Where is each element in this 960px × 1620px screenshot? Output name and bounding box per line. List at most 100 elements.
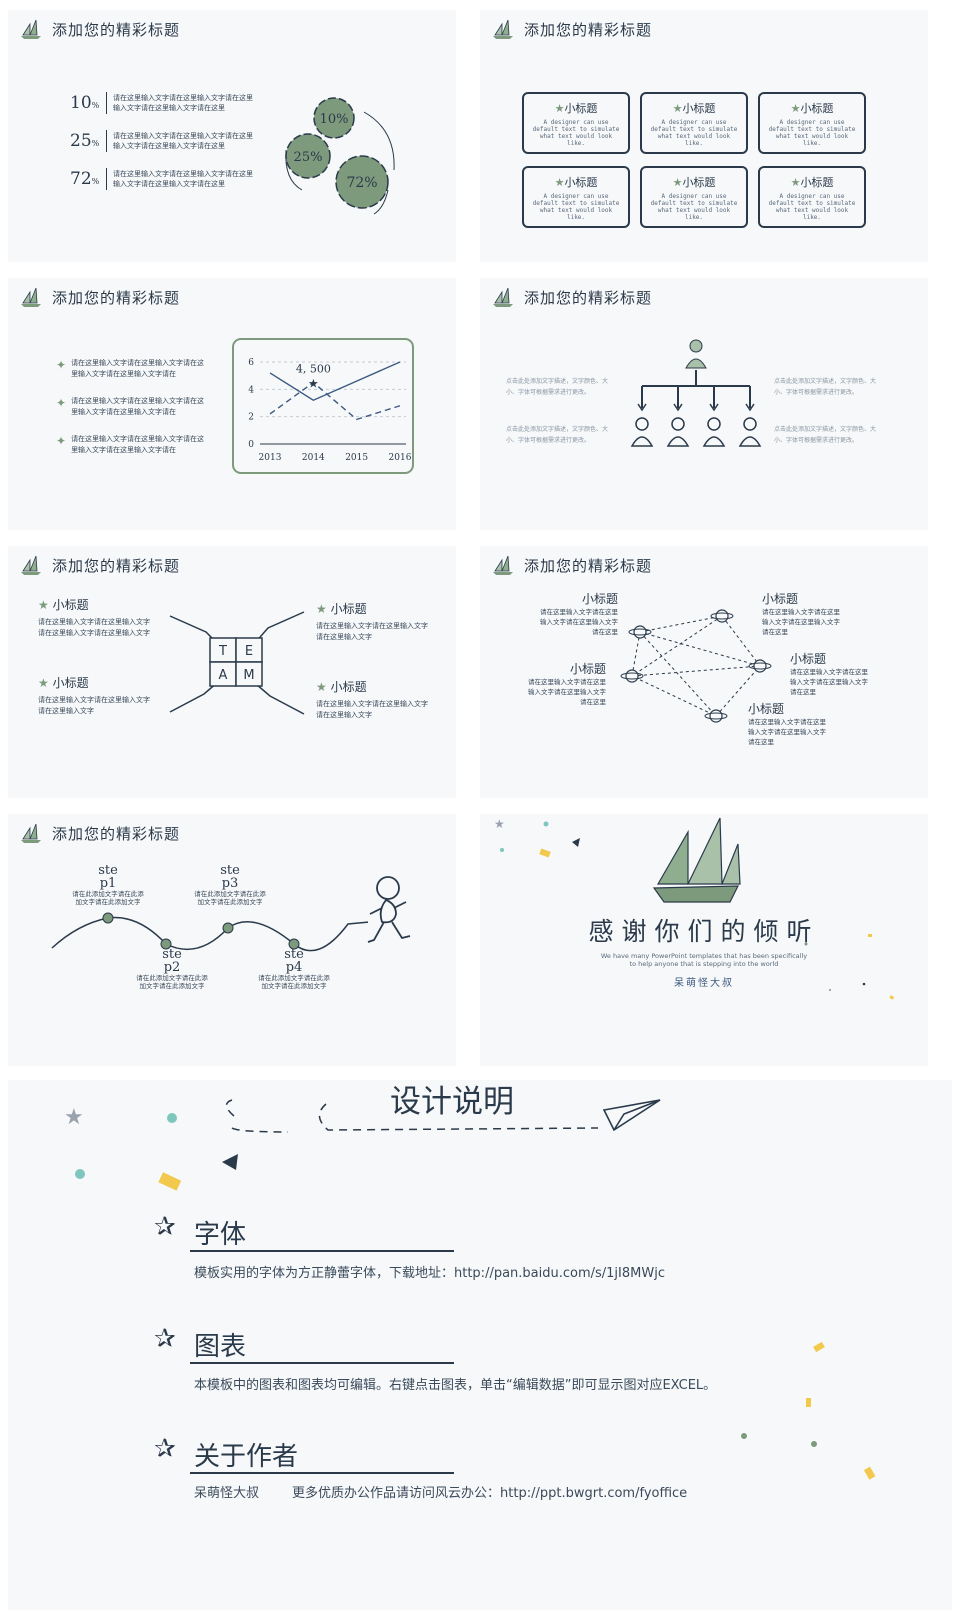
puzzle-piece	[235, 661, 263, 687]
list-item: ★ 小标题 请在这里输入文字请在这里输入文字请在这里输入文字	[38, 674, 150, 717]
percent-value: 25	[70, 131, 92, 151]
hand-icon	[255, 683, 305, 715]
item-title: 小标题	[330, 680, 367, 694]
list-item: 小标题 请在这里输入文字请在这里输入文字请在这里输入文字请在这里	[748, 700, 832, 747]
slide-header: 添加您的精彩标题	[18, 286, 180, 308]
slide-1: 添加您的精彩标题 10% 请在这里输入文字请在这里输入文字请在这里输入文字请在这…	[8, 10, 456, 262]
star-icon: ★	[64, 1105, 84, 1130]
sailboat-icon	[493, 19, 513, 39]
item-title: 小标题	[569, 662, 606, 676]
thanks-title: 感谢你们的倾听	[588, 917, 820, 946]
x-tick-label: 2016	[389, 453, 412, 463]
step-number: p1	[99, 876, 117, 891]
running-person-icon	[367, 876, 411, 943]
sailboat-icon	[652, 817, 741, 903]
chart-frame	[232, 338, 414, 474]
slide-header: 添加您的精彩标题	[490, 286, 652, 308]
bullet-list: ✦ 请在这里输入文字请在这里输入文字请在这里输入文字请在这里输入文字请在 ✦ 请…	[56, 358, 206, 456]
star-icon: ★	[38, 598, 49, 612]
list-item: ✦ 请在这里输入文字请在这里输入文字请在这里输入文字请在这里输入文字请在	[56, 434, 206, 456]
design-title: 设计说明	[390, 1084, 514, 1120]
divider	[106, 130, 107, 152]
list-item: ★ 小标题 请在这里输入文字请在这里输入文字请在这里输入文字请在这里输入文字	[38, 596, 150, 639]
x-tick-label: 2015	[345, 453, 368, 463]
card: ★小标题 A designer can use default text to …	[522, 92, 630, 154]
card-title: 小标题	[564, 176, 598, 189]
step-text: 请在此添加文字请在此添加文字请在此添加文字	[258, 974, 330, 990]
percent-value: 72	[70, 169, 92, 189]
gears-graphic: 10% 25% 72%	[285, 97, 395, 215]
gear-icon: 10%	[313, 97, 355, 139]
step-title: ste	[284, 947, 304, 962]
org-text: 点击此处添加文字描述，文字颜色、大小、字体可根据需求进行更改。	[774, 426, 877, 444]
planet-icon	[620, 669, 644, 683]
puzzle-letter: A	[219, 668, 228, 683]
list-item: 小标题 请在这里输入文字请在这里输入文字请在这里输入文字请在这里	[790, 650, 874, 697]
item-text: 请在这里输入文字请在这里输入文字请在这里输入文字	[316, 622, 428, 641]
section-text: 呆萌怪大叔 更多优质办公作品请访问风云办公：http://ppt.bwgrt.c…	[194, 1486, 688, 1501]
slide-title: 添加您的精彩标题	[524, 288, 653, 307]
item-text: 请在这里输入文字请在这里输入文字请在这里输入文字	[38, 696, 150, 715]
star-icon: ★	[672, 102, 683, 115]
card-title: 小标题	[564, 102, 598, 115]
card: ★小标题 A designer can use default text to …	[640, 92, 748, 154]
percent-unit: %	[91, 139, 100, 148]
item-title: 小标题	[330, 602, 367, 616]
y-tick-label: 0	[248, 440, 254, 450]
planet-icon	[628, 625, 652, 639]
bullet-text: 请在这里输入文字请在这里输入文字请在这里输入文字请在这里输入文字请在	[71, 359, 205, 378]
item-text: 请在这里输入文字请在这里输入文字请在这里输入文字请在这里	[790, 668, 868, 696]
step-text: 请在此添加文字请在此添加文字请在此添加文字	[194, 890, 266, 906]
star-icon: ★	[494, 817, 505, 831]
slide-8: ★ 感谢你们的倾听 We have many PowerPoint templa…	[480, 814, 928, 1066]
network-graphic	[620, 609, 772, 723]
item-text: 请在这里输入文字请在这里输入文字请在这里输入文字请在这里	[528, 678, 606, 706]
slide-3: 添加您的精彩标题 ✦ 请在这里输入文字请在这里输入文字请在这里输入文字请在这里输…	[8, 278, 456, 530]
item-title: 小标题	[52, 598, 89, 612]
percent-row: 10% 请在这里输入文字请在这里输入文字请在这里输入文字请在这里输入文字请在这里	[70, 92, 270, 114]
section-underline	[190, 1250, 454, 1252]
chart-grid	[260, 361, 406, 445]
item-text: 请在这里输入文字请在这里输入文字请在这里输入文字	[316, 700, 428, 719]
list-item: 小标题 请在这里输入文字请在这里输入文字请在这里输入文字请在这里	[762, 590, 846, 637]
step-text: 请在此添加文字请在此添加文字请在此添加文字	[72, 890, 144, 906]
team-puzzle-graphic: T E A M	[169, 611, 305, 715]
sailboat-icon	[21, 555, 41, 575]
org-text: 点击此处添加文字描述，文字颜色、大小、字体可根据需求进行更改。	[506, 426, 609, 444]
scribble-star-icon: ✰	[154, 1324, 176, 1354]
design-notes: ★ 设计说明 ✰ 字体 模板实用的字体为方正静蕾字体，下载地址：http://p…	[8, 1080, 952, 1610]
card-text: A designer can use default text to simul…	[650, 193, 738, 221]
percent-text: 请在这里输入文字请在这里输入文字请在这里输入文字请在这里输入文字请在这里	[113, 170, 253, 188]
person-icon	[738, 417, 762, 447]
puzzle-piece	[235, 637, 263, 663]
section-heading: 关于作者	[194, 1442, 299, 1472]
person-icon	[702, 417, 726, 447]
slide-title: 添加您的精彩标题	[52, 288, 181, 307]
sailboat-icon	[493, 287, 513, 307]
card-title: 小标题	[800, 176, 834, 189]
svg-text:72%: 72%	[346, 175, 377, 191]
section-heading: 图表	[194, 1332, 247, 1362]
card-text: A designer can use default text to simul…	[532, 119, 620, 147]
person-icon	[666, 417, 690, 447]
slide-header: 添加您的精彩标题	[18, 554, 180, 576]
card-text: A designer can use default text to simul…	[768, 193, 856, 221]
person-icon	[630, 417, 654, 447]
list-item: ✦ 请在这里输入文字请在这里输入文字请在这里输入文字请在这里输入文字请在	[56, 358, 206, 380]
timeline-dot	[102, 912, 114, 924]
section-underline	[190, 1362, 454, 1364]
timeline-curve	[51, 912, 368, 952]
card-text: A designer can use default text to simul…	[768, 119, 856, 147]
step-title: ste	[220, 863, 240, 878]
card-title: 小标题	[800, 102, 834, 115]
slide-title: 添加您的精彩标题	[52, 556, 181, 575]
sparkle-icon: ✦	[56, 396, 67, 410]
card: ★小标题 A designer can use default text to …	[758, 92, 866, 154]
author-name: 呆萌怪大叔	[674, 978, 734, 989]
step-text: 请在此添加文字请在此添加文字请在此添加文字	[136, 974, 208, 990]
slide-header: 添加您的精彩标题	[18, 18, 180, 40]
percent-text: 请在这里输入文字请在这里输入文字请在这里输入文字请在这里输入文字请在这里	[113, 94, 253, 112]
